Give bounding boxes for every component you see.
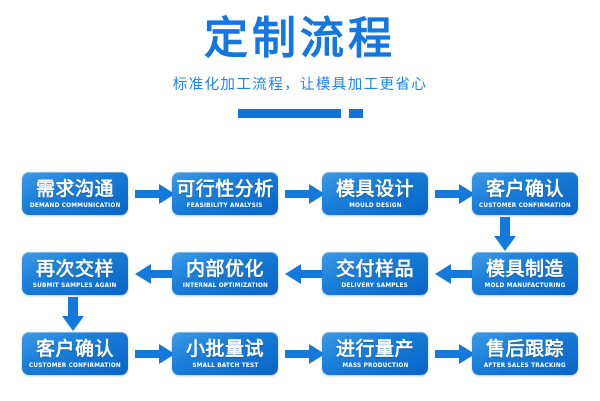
- step-label-en: MOULD DESIGN: [348, 201, 402, 209]
- title-divider: [0, 108, 600, 118]
- arrow-down-icon: [62, 297, 84, 331]
- step-label-cn: 内部优化: [185, 257, 264, 280]
- step-box-customer-confirmation-1[interactable]: 客户确认 CUSTOMER CONFIRMATION: [472, 172, 578, 215]
- header: 定制流程 标准化加工流程，让模具加工更省心: [0, 0, 600, 118]
- arrow-left-icon: [435, 264, 475, 284]
- flow-row-1: 需求沟通 DEMAND COMMUNICATION 可行性分析 FEASIBIL…: [0, 172, 600, 215]
- step-label-en: INTERNAL OPTIMIZATION: [182, 281, 268, 289]
- divider-bar-long: [237, 108, 341, 118]
- step-label-cn: 客户确认: [35, 337, 114, 360]
- arrow-right-icon: [285, 344, 325, 364]
- divider-bar-dot: [348, 108, 363, 118]
- step-label-cn: 小批量试: [185, 337, 264, 360]
- step-box-demand-communication[interactable]: 需求沟通 DEMAND COMMUNICATION: [22, 172, 128, 215]
- step-box-small-batch-test[interactable]: 小批量试 SMALL BATCH TEST: [172, 332, 278, 375]
- step-label-cn: 进行量产: [335, 337, 414, 360]
- step-label-cn: 交付样品: [335, 257, 414, 280]
- step-label-en: SUBMIT SAMPLES AGAIN: [33, 281, 117, 289]
- arrow-right-icon: [285, 184, 325, 204]
- step-label-cn: 客户确认: [485, 177, 564, 200]
- step-box-mould-design[interactable]: 模具设计 MOULD DESIGN: [322, 172, 428, 215]
- step-box-mass-production[interactable]: 进行量产 MASS PRODUCTION: [322, 332, 428, 375]
- step-box-internal-optimization[interactable]: 内部优化 INTERNAL OPTIMIZATION: [172, 252, 278, 295]
- step-label-cn: 再次交样: [35, 257, 114, 280]
- step-label-cn: 售后跟踪: [485, 337, 564, 360]
- step-label-en: CUSTOMER CONFIRMATION: [28, 361, 122, 369]
- step-label-en: SMALL BATCH TEST: [191, 361, 259, 369]
- step-label-cn: 模具设计: [335, 177, 414, 200]
- step-box-submit-samples-again[interactable]: 再次交样 SUBMIT SAMPLES AGAIN: [22, 252, 128, 295]
- page-subtitle: 标准化加工流程，让模具加工更省心: [172, 77, 428, 94]
- arrow-right-icon: [435, 344, 475, 364]
- process-flow-diagram: 需求沟通 DEMAND COMMUNICATION 可行性分析 FEASIBIL…: [0, 160, 600, 401]
- step-label-en: CUSTOMER CONFIRMATION: [478, 201, 572, 209]
- step-box-after-sales-tracking[interactable]: 售后跟踪 AFTER SALES TRACKING: [472, 332, 578, 375]
- step-label-en: DELIVERY SAMPLES: [341, 281, 409, 289]
- flow-row-2: 再次交样 SUBMIT SAMPLES AGAIN 内部优化 INTERNAL …: [0, 252, 600, 295]
- step-label-cn: 需求沟通: [35, 177, 114, 200]
- arrow-right-icon: [435, 184, 475, 204]
- step-box-mold-manufacturing[interactable]: 模具制造 MOLD MANUFACTURING: [472, 252, 578, 295]
- arrow-right-icon: [135, 344, 175, 364]
- page-title: 定制流程: [204, 13, 396, 64]
- arrow-down-icon: [494, 217, 516, 251]
- step-box-customer-confirmation-2[interactable]: 客户确认 CUSTOMER CONFIRMATION: [22, 332, 128, 375]
- arrow-right-icon: [135, 184, 175, 204]
- step-box-feasibility-analysis[interactable]: 可行性分析 FEASIBILITY ANALYSIS: [172, 172, 278, 215]
- flow-row-3: 客户确认 CUSTOMER CONFIRMATION 小批量试 SMALL BA…: [0, 332, 600, 375]
- step-label-en: MOLD MANUFACTURING: [484, 281, 566, 289]
- arrow-left-icon: [285, 264, 325, 284]
- step-label-cn: 模具制造: [485, 257, 564, 280]
- step-label-en: AFTER SALES TRACKING: [483, 361, 567, 369]
- step-label-en: MASS PRODUCTION: [341, 361, 409, 369]
- step-box-delivery-samples[interactable]: 交付样品 DELIVERY SAMPLES: [322, 252, 428, 295]
- arrow-left-icon: [135, 264, 175, 284]
- step-label-en: DEMAND COMMUNICATION: [29, 201, 121, 209]
- step-label-en: FEASIBILITY ANALYSIS: [186, 201, 264, 209]
- step-label-cn: 可行性分析: [176, 177, 274, 200]
